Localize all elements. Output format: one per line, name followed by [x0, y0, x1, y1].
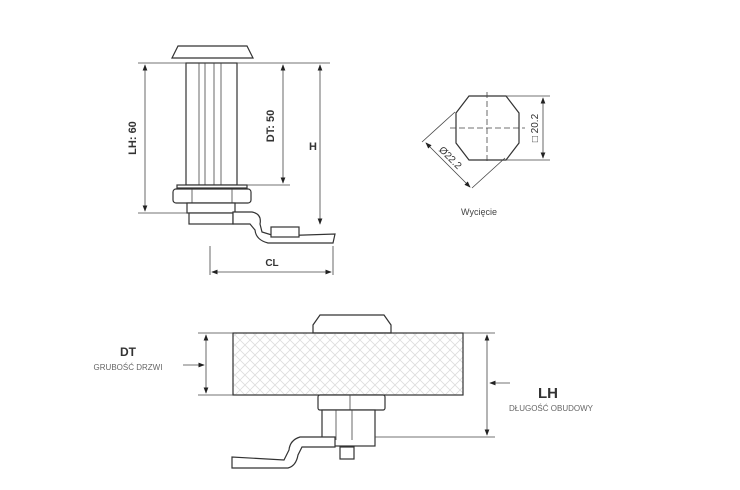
cam-screw: [270, 226, 300, 238]
side-view-lock: [171, 45, 336, 244]
dt-title: DT: [120, 345, 137, 359]
installed-lever: [231, 436, 336, 469]
diameter-label: Ø22.2: [436, 145, 463, 172]
bottom-dimensions: DT GRUBOŚĆ DRZWI LH DŁUGOŚĆ OBUDOWY: [94, 332, 594, 438]
h-label: H: [309, 141, 317, 153]
cutout-view: □ 20.2 Ø22.2 Wycięcie: [421, 92, 550, 217]
diameter-dimension-line: [425, 142, 471, 188]
top-dimensions: LH: 60 DT: 50 H CL: [127, 62, 334, 275]
cam-lever: [232, 211, 336, 244]
cl-label: CL: [265, 258, 278, 269]
cutout-caption: Wycięcie: [461, 207, 497, 217]
square-label: □ 20.2: [530, 113, 541, 142]
lh-label: LH: 60: [127, 121, 139, 155]
dt-caption: GRUBOŚĆ DRZWI: [94, 363, 163, 372]
installed-view: [231, 314, 464, 469]
lock-body: [185, 62, 238, 186]
installed-body: [321, 409, 376, 447]
lock-cap: [171, 45, 254, 59]
installed-nut: [317, 394, 386, 411]
lh-title: LH: [538, 385, 558, 402]
dt-label: DT: 50: [265, 110, 277, 142]
installed-cap: [312, 314, 392, 334]
lock-nut: [172, 188, 252, 204]
lh-caption: DŁUGOŚĆ OBUDOWY: [509, 404, 594, 413]
door-panel: [232, 332, 464, 396]
installed-screw: [339, 446, 355, 460]
